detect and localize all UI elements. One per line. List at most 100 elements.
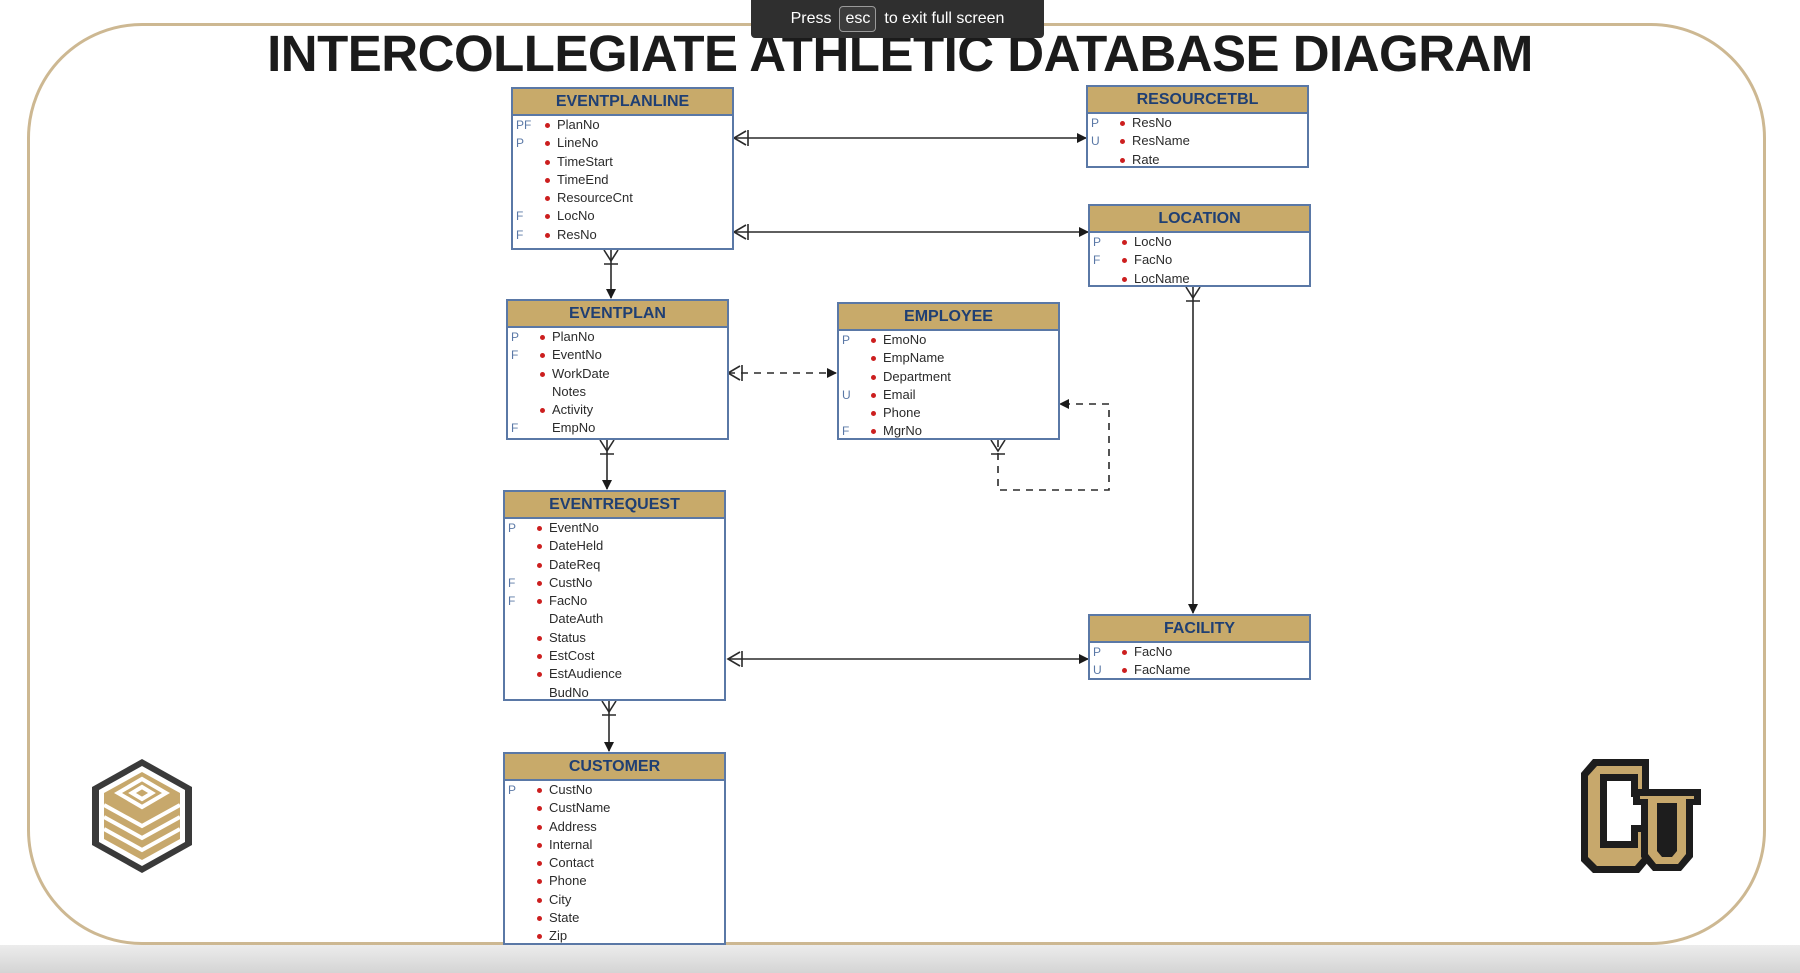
required-dot-icon [537, 842, 542, 848]
attribute-row: P CustNo [505, 781, 724, 799]
required-dot-icon [537, 861, 542, 867]
attribute-name: Contact [549, 855, 594, 871]
required-dot-icon [537, 562, 542, 568]
attribute-row: U Email [839, 386, 1058, 404]
attribute-row: DateAuth [505, 610, 724, 628]
attribute-row: Notes [508, 383, 727, 401]
attribute-name: Email [883, 386, 916, 402]
attribute-row: F FacNo [505, 592, 724, 610]
attribute-name: ResourceCnt [557, 190, 633, 206]
attribute-name: EmpNo [552, 420, 596, 436]
attribute-name: TimeEnd [557, 171, 609, 187]
attribute-name: CustNo [549, 782, 593, 797]
attribute-row: Contact [505, 854, 724, 872]
attribute-key-flag: F [508, 594, 516, 609]
attribute-row: BudNo [505, 684, 724, 702]
attribute-name: City [549, 891, 572, 907]
required-dot-icon [537, 916, 542, 922]
attribute-name: FacNo [1134, 252, 1173, 268]
required-dot-icon [537, 580, 542, 586]
entity-header: CUSTOMER [505, 754, 724, 781]
required-dot-icon [545, 232, 550, 238]
attribute-row: Phone [839, 404, 1058, 422]
attribute-row: EstCost [505, 647, 724, 665]
attribute-name: Address [549, 818, 597, 834]
required-dot-icon [537, 599, 542, 605]
attribute-key-flag: P [1093, 645, 1102, 659]
entity-header: EVENTREQUEST [505, 492, 724, 519]
entity-header: LOCATION [1090, 206, 1309, 233]
attribute-name: PlanNo [557, 117, 600, 132]
required-dot-icon [871, 392, 876, 398]
attribute-row: Address [505, 818, 724, 836]
attribute-key-flag: U [842, 387, 851, 402]
esc-key[interactable]: esc [839, 6, 877, 32]
attribute-name: Zip [549, 928, 568, 944]
required-dot-icon [537, 879, 542, 885]
required-dot-icon [1122, 650, 1127, 655]
attribute-key-flag: P [511, 330, 520, 344]
attribute-name: Phone [549, 873, 587, 889]
required-dot-icon [871, 429, 876, 435]
required-dot-icon [537, 635, 542, 641]
required-dot-icon [1122, 276, 1127, 282]
required-dot-icon [540, 353, 545, 359]
attribute-name: Activity [552, 402, 594, 418]
attribute-row: EmpName [839, 349, 1058, 367]
attribute-name: LocNo [1134, 234, 1172, 249]
attribute-key-flag: P [1093, 235, 1102, 249]
required-dot-icon [537, 654, 542, 660]
attribute-name: DateReq [549, 556, 601, 572]
attribute-row: Zip [505, 927, 724, 945]
attribute-name: FacNo [549, 593, 588, 609]
attribute-name: Notes [552, 383, 586, 399]
attribute-key-flag: F [1093, 253, 1101, 268]
attribute-row: U FacName [1090, 661, 1309, 679]
required-dot-icon [537, 824, 542, 830]
required-dot-icon [537, 544, 542, 550]
attribute-name: FacName [1134, 662, 1191, 678]
attribute-row: Internal [505, 836, 724, 854]
attribute-key-flag: F [508, 575, 516, 590]
required-dot-icon [545, 123, 550, 128]
attribute-name: DateAuth [549, 611, 604, 627]
attribute-name: State [549, 910, 580, 926]
attribute-row: ResourceCnt [513, 189, 732, 207]
entity-header: EMPLOYEE [839, 304, 1058, 331]
attribute-key-flag: P [508, 783, 517, 797]
fullscreen-notice: Press esc to exit full screen [751, 0, 1044, 38]
attribute-row: Rate [1088, 151, 1307, 169]
attribute-name: Department [883, 368, 951, 384]
required-dot-icon [1122, 240, 1127, 245]
entity-header: FACILITY [1090, 616, 1309, 643]
attribute-row: State [505, 909, 724, 927]
attribute-name: ResNo [1132, 115, 1172, 130]
required-dot-icon [537, 897, 542, 903]
required-dot-icon [537, 672, 542, 678]
attribute-row: LocName [1090, 270, 1309, 288]
fullscreen-notice-prefix: Press [790, 10, 832, 27]
attribute-key-flag: P [516, 136, 525, 151]
required-dot-icon [545, 141, 550, 147]
cu-logo [1581, 759, 1701, 873]
attribute-key-flag: U [1093, 663, 1102, 678]
attribute-row: TimeStart [513, 153, 732, 171]
